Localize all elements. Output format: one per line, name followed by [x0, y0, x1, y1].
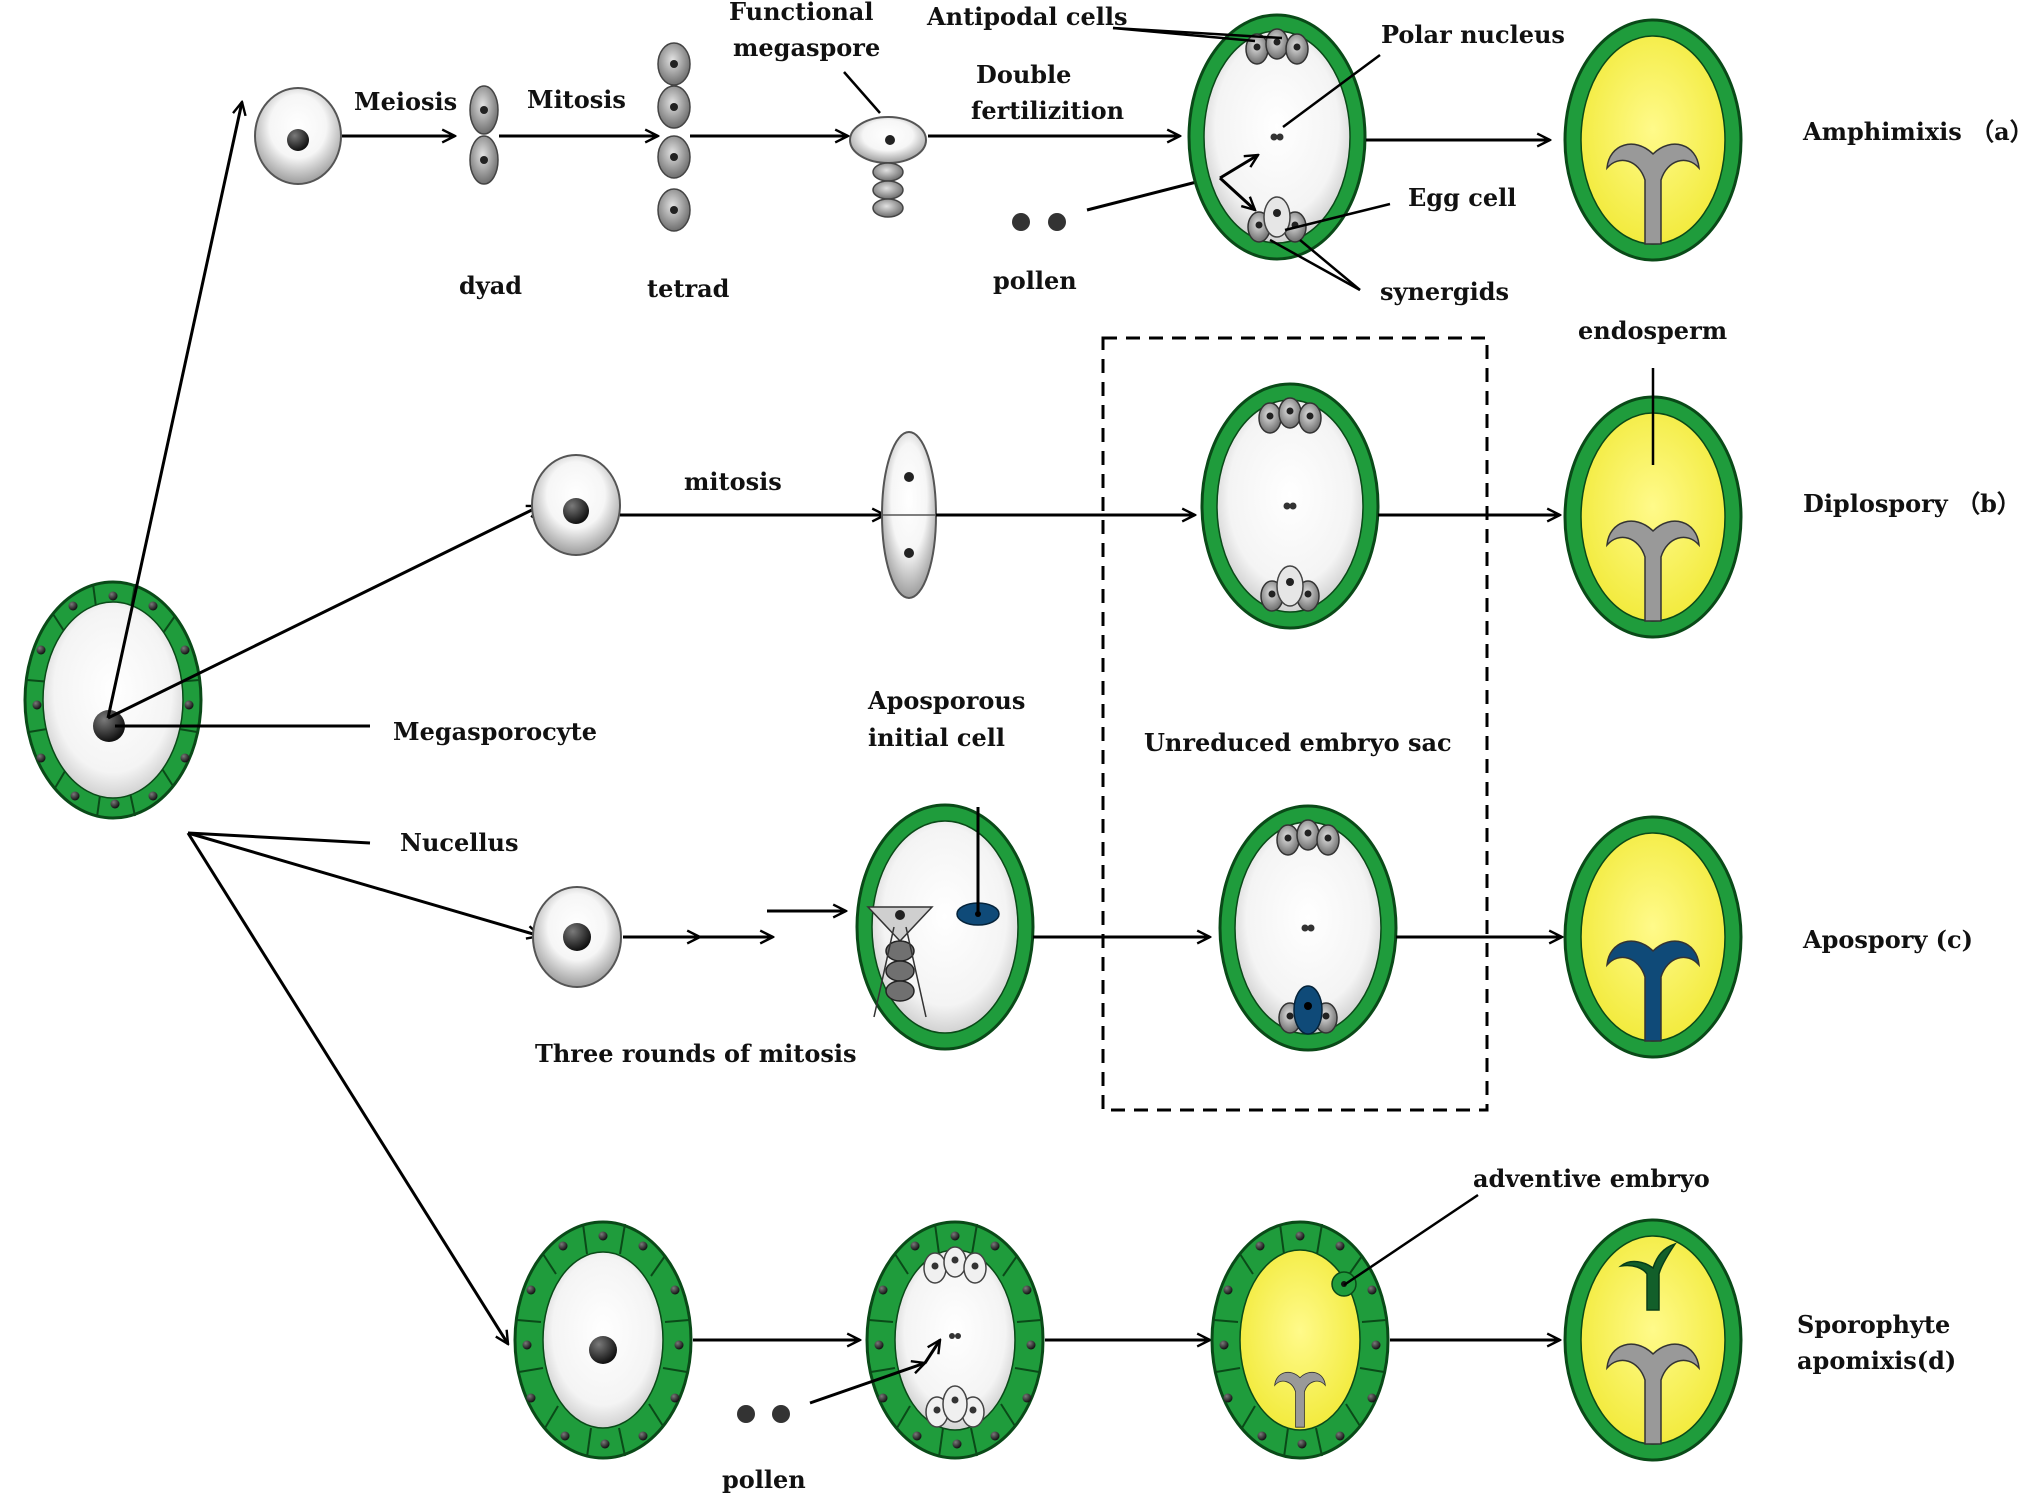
label-dyad: dyad [459, 271, 522, 300]
label-meiosis: Meiosis [354, 87, 457, 116]
aposporous-ovule [855, 803, 1035, 1051]
label-functional-2: megaspore [733, 33, 880, 62]
embryo-sac-a [1187, 13, 1367, 261]
label-three-rounds: Three rounds of mitosis [535, 1039, 856, 1068]
row-diplospory [531, 368, 1743, 639]
label-egg-cell: Egg cell [1408, 183, 1516, 212]
label-apospory: Apospory (c) [1802, 925, 1973, 954]
label-endosperm: endosperm [1578, 316, 1727, 345]
label-synergids: synergids [1380, 277, 1509, 306]
megasporocyte-nucleus [93, 710, 125, 742]
labels: Meiosis Mitosis Functional megaspore Ant… [354, 0, 2032, 1494]
label-diplospory: Diplospory （b） [1803, 489, 2021, 518]
label-unreduced-embryo-sac: Unreduced embryo sac [1144, 728, 1452, 757]
label-polar-nucleus: Polar nucleus [1381, 20, 1565, 49]
embryo-sac-c [1218, 804, 1398, 1052]
diplospory-dyad [881, 431, 937, 599]
dyad-cells [469, 85, 499, 185]
label-pollen-top: pollen [993, 266, 1077, 295]
label-sporophyte-2: apomixis(d) [1797, 1346, 1956, 1375]
label-nucellus: Nucellus [400, 828, 518, 857]
pollen-grains-top [1012, 213, 1066, 231]
seed-d [1563, 1218, 1743, 1462]
megaspore-mother-cell-b [531, 454, 621, 556]
row-apospory [532, 803, 1743, 1059]
nucellus-ovule-d3 [1210, 1220, 1390, 1460]
label-mitosis-mid: mitosis [684, 467, 782, 496]
tetrad-cells [657, 42, 691, 232]
megaspore-mother-cell-c [532, 886, 622, 988]
seed-a [1563, 18, 1743, 262]
label-sporophyte-1: Sporophyte [1797, 1310, 1950, 1339]
embryo-sac-b [1200, 382, 1380, 630]
pollen-grains-bottom [737, 1405, 790, 1423]
label-pollen-bottom: pollen [722, 1465, 806, 1494]
branch-arrows [106, 102, 540, 1344]
label-megasporocyte: Megasporocyte [393, 717, 597, 746]
seed-c [1563, 815, 1743, 1059]
label-aposporous-1: Aposporous [867, 686, 1025, 715]
label-double-2: fertilizition [971, 96, 1124, 125]
label-adventive-embryo: adventive embryo [1473, 1164, 1710, 1193]
label-tetrad: tetrad [647, 274, 730, 303]
adventive-embryo [1618, 1242, 1677, 1311]
row-amphimixis [254, 13, 1743, 292]
unreduced-embryo-sac-box [1101, 336, 1489, 1112]
label-double-1: Double [976, 60, 1071, 89]
label-aposporous-2: initial cell [868, 723, 1005, 752]
nucellus-ovule-d2 [865, 1220, 1045, 1460]
label-functional-1: Functional [729, 0, 873, 26]
nucellus-ovule-d1 [513, 1220, 693, 1460]
row-sporophyte [513, 1193, 1743, 1462]
label-antipodal: Antipodal cells [926, 2, 1128, 31]
label-amphimixis: Amphimixis （a） [1802, 117, 2032, 146]
megaspore-mother-cell-a [254, 87, 342, 185]
label-mitosis-top: Mitosis [527, 85, 626, 114]
functional-megaspore-cell [849, 116, 927, 218]
